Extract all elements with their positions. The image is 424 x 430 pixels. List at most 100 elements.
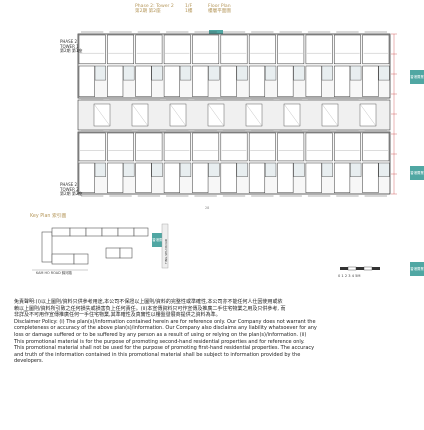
unit-bathroom xyxy=(321,162,333,177)
unit-room xyxy=(305,65,322,97)
unit-room xyxy=(107,132,134,162)
unit-room xyxy=(362,162,379,194)
key-plan-block xyxy=(51,253,75,265)
unit-bathroom xyxy=(293,65,305,81)
plan-detail-line xyxy=(283,103,301,127)
tower-1-wing xyxy=(77,31,391,101)
plan-detail-line xyxy=(321,103,339,127)
unit-room xyxy=(163,34,191,65)
key-plan-road xyxy=(161,223,169,269)
disclaimer-en-line: completeness or accuracy of the above pl… xyxy=(14,325,317,332)
header-level: 1/F 1樓 xyxy=(185,4,193,15)
key-plan-block xyxy=(101,227,119,237)
unit-room xyxy=(305,34,333,65)
unit-room xyxy=(248,132,276,162)
unit-room xyxy=(135,162,152,194)
disclaimer-en-line: developers. xyxy=(14,358,44,365)
unit-room xyxy=(135,34,163,65)
unit-bathroom xyxy=(321,65,333,81)
unit-room xyxy=(277,162,294,194)
unit-room xyxy=(220,162,237,194)
header-floor-zh: 第2期 第2座 xyxy=(135,9,161,15)
disclaimer-zh-line: 免責聲明:(i)以上圖則/資料只供參考用途,本公司不保證以上圖則/資料的完整性或… xyxy=(14,299,283,305)
unit-room xyxy=(220,132,248,162)
unit-room xyxy=(334,65,351,97)
unit-bathroom xyxy=(123,65,135,81)
unit-room xyxy=(277,65,294,97)
unit-room xyxy=(362,65,379,97)
tower-lower-zh: 第2期 第2座 xyxy=(60,191,83,197)
unit-bathroom xyxy=(151,162,163,177)
unit-room xyxy=(334,132,361,162)
unit-room xyxy=(192,34,220,65)
key-plan-block xyxy=(73,253,89,265)
unit-room xyxy=(107,65,124,97)
watermark-badge: 香港置業 xyxy=(410,262,424,276)
unit-bathroom xyxy=(208,65,220,81)
unit-bathroom xyxy=(378,162,390,177)
plan-detail-line xyxy=(169,103,187,127)
key-plan-road-label: KAM HO ROAD 錦河路 xyxy=(36,270,73,275)
header-floor: Phase 2: Tower 2 第2期 第2座 xyxy=(135,4,174,15)
header-floor-en: Phase 2: Tower 2 xyxy=(135,4,174,9)
tower-upper-zh: 第2期 第1座 xyxy=(60,48,83,54)
key-plan-block xyxy=(119,247,133,259)
watermark-badge: 香港置業 xyxy=(410,70,424,84)
key-plan-block xyxy=(105,247,121,259)
header-level-zh: 1樓 xyxy=(185,9,193,15)
unit-room xyxy=(163,162,180,194)
unit-room xyxy=(220,65,237,97)
unit-bathroom xyxy=(293,162,305,177)
tower-2-wing xyxy=(77,129,391,197)
unit-room xyxy=(78,132,106,162)
unit-bathroom xyxy=(378,65,390,81)
unit-room xyxy=(362,132,390,162)
watermark-badge: 香港置業 xyxy=(410,166,424,180)
unit-bathroom xyxy=(208,162,220,177)
unit-bathroom xyxy=(350,65,362,81)
unit-bathroom xyxy=(264,162,277,177)
unit-bathroom xyxy=(236,162,248,177)
unit-room xyxy=(248,65,266,97)
disclaimer-en-line: This promotional material shall not be u… xyxy=(14,345,315,352)
unit-room xyxy=(192,132,220,162)
key-plan-block xyxy=(69,227,87,237)
disclaimer-text: 免責聲明:(i)以上圖則/資料只供參考用途,本公司不保證以上圖則/資料的完整性或… xyxy=(14,299,412,365)
tower-label-upper: PHASE 2 TOWER 1 第2期 第1座 xyxy=(60,39,83,54)
unit-room xyxy=(78,34,106,65)
unit-room xyxy=(362,34,390,65)
unit-bathroom xyxy=(350,162,362,177)
key-plan-street-label: TING SHUI ROAD xyxy=(164,238,168,265)
unit-room xyxy=(107,34,134,65)
scale-bar xyxy=(340,266,380,271)
unit-room xyxy=(334,34,361,65)
unit-room xyxy=(248,34,276,65)
tower-upper-en: PHASE 2 TOWER 1 xyxy=(60,39,79,49)
unit-room xyxy=(334,162,351,194)
unit-room xyxy=(107,162,124,194)
tower-lower-en: PHASE 2 TOWER 2 xyxy=(60,182,79,192)
disclaimer-zh-line: 非詳及不可用作宣傳推廣任何一手住宅物業,其準確性及真實性以樓盤發展商提供之資料為… xyxy=(14,312,221,319)
unit-room xyxy=(277,132,305,162)
unit-room xyxy=(305,162,322,194)
unit-room xyxy=(78,65,95,97)
disclaimer-en-line: Disclaimer Policy: (i) The plan(s)/infor… xyxy=(14,318,316,325)
unit-bathroom xyxy=(264,65,277,81)
corridor xyxy=(77,99,391,131)
unit-bathroom xyxy=(94,65,106,81)
core-area xyxy=(77,33,397,195)
unit-room xyxy=(248,162,266,194)
unit-room xyxy=(163,65,180,97)
unit-bathroom xyxy=(94,162,106,177)
disclaimer-en-line: loss or damage suffered or to be suffere… xyxy=(14,331,307,338)
key-plan-block xyxy=(133,227,149,237)
unit-bathroom xyxy=(151,65,163,81)
floor-plan-drawing xyxy=(77,31,397,197)
unit-room xyxy=(135,65,152,97)
scale-label: 0 1 2 3 4 5M xyxy=(338,274,361,278)
header-plan: Floor Plan 樓層平面圖 xyxy=(208,4,231,15)
unit-bathroom xyxy=(179,162,192,177)
disclaimer-en-line: and truth of the information contained i… xyxy=(14,351,301,358)
header-plan-en: Floor Plan xyxy=(208,4,231,9)
plan-detail-line xyxy=(131,103,149,127)
